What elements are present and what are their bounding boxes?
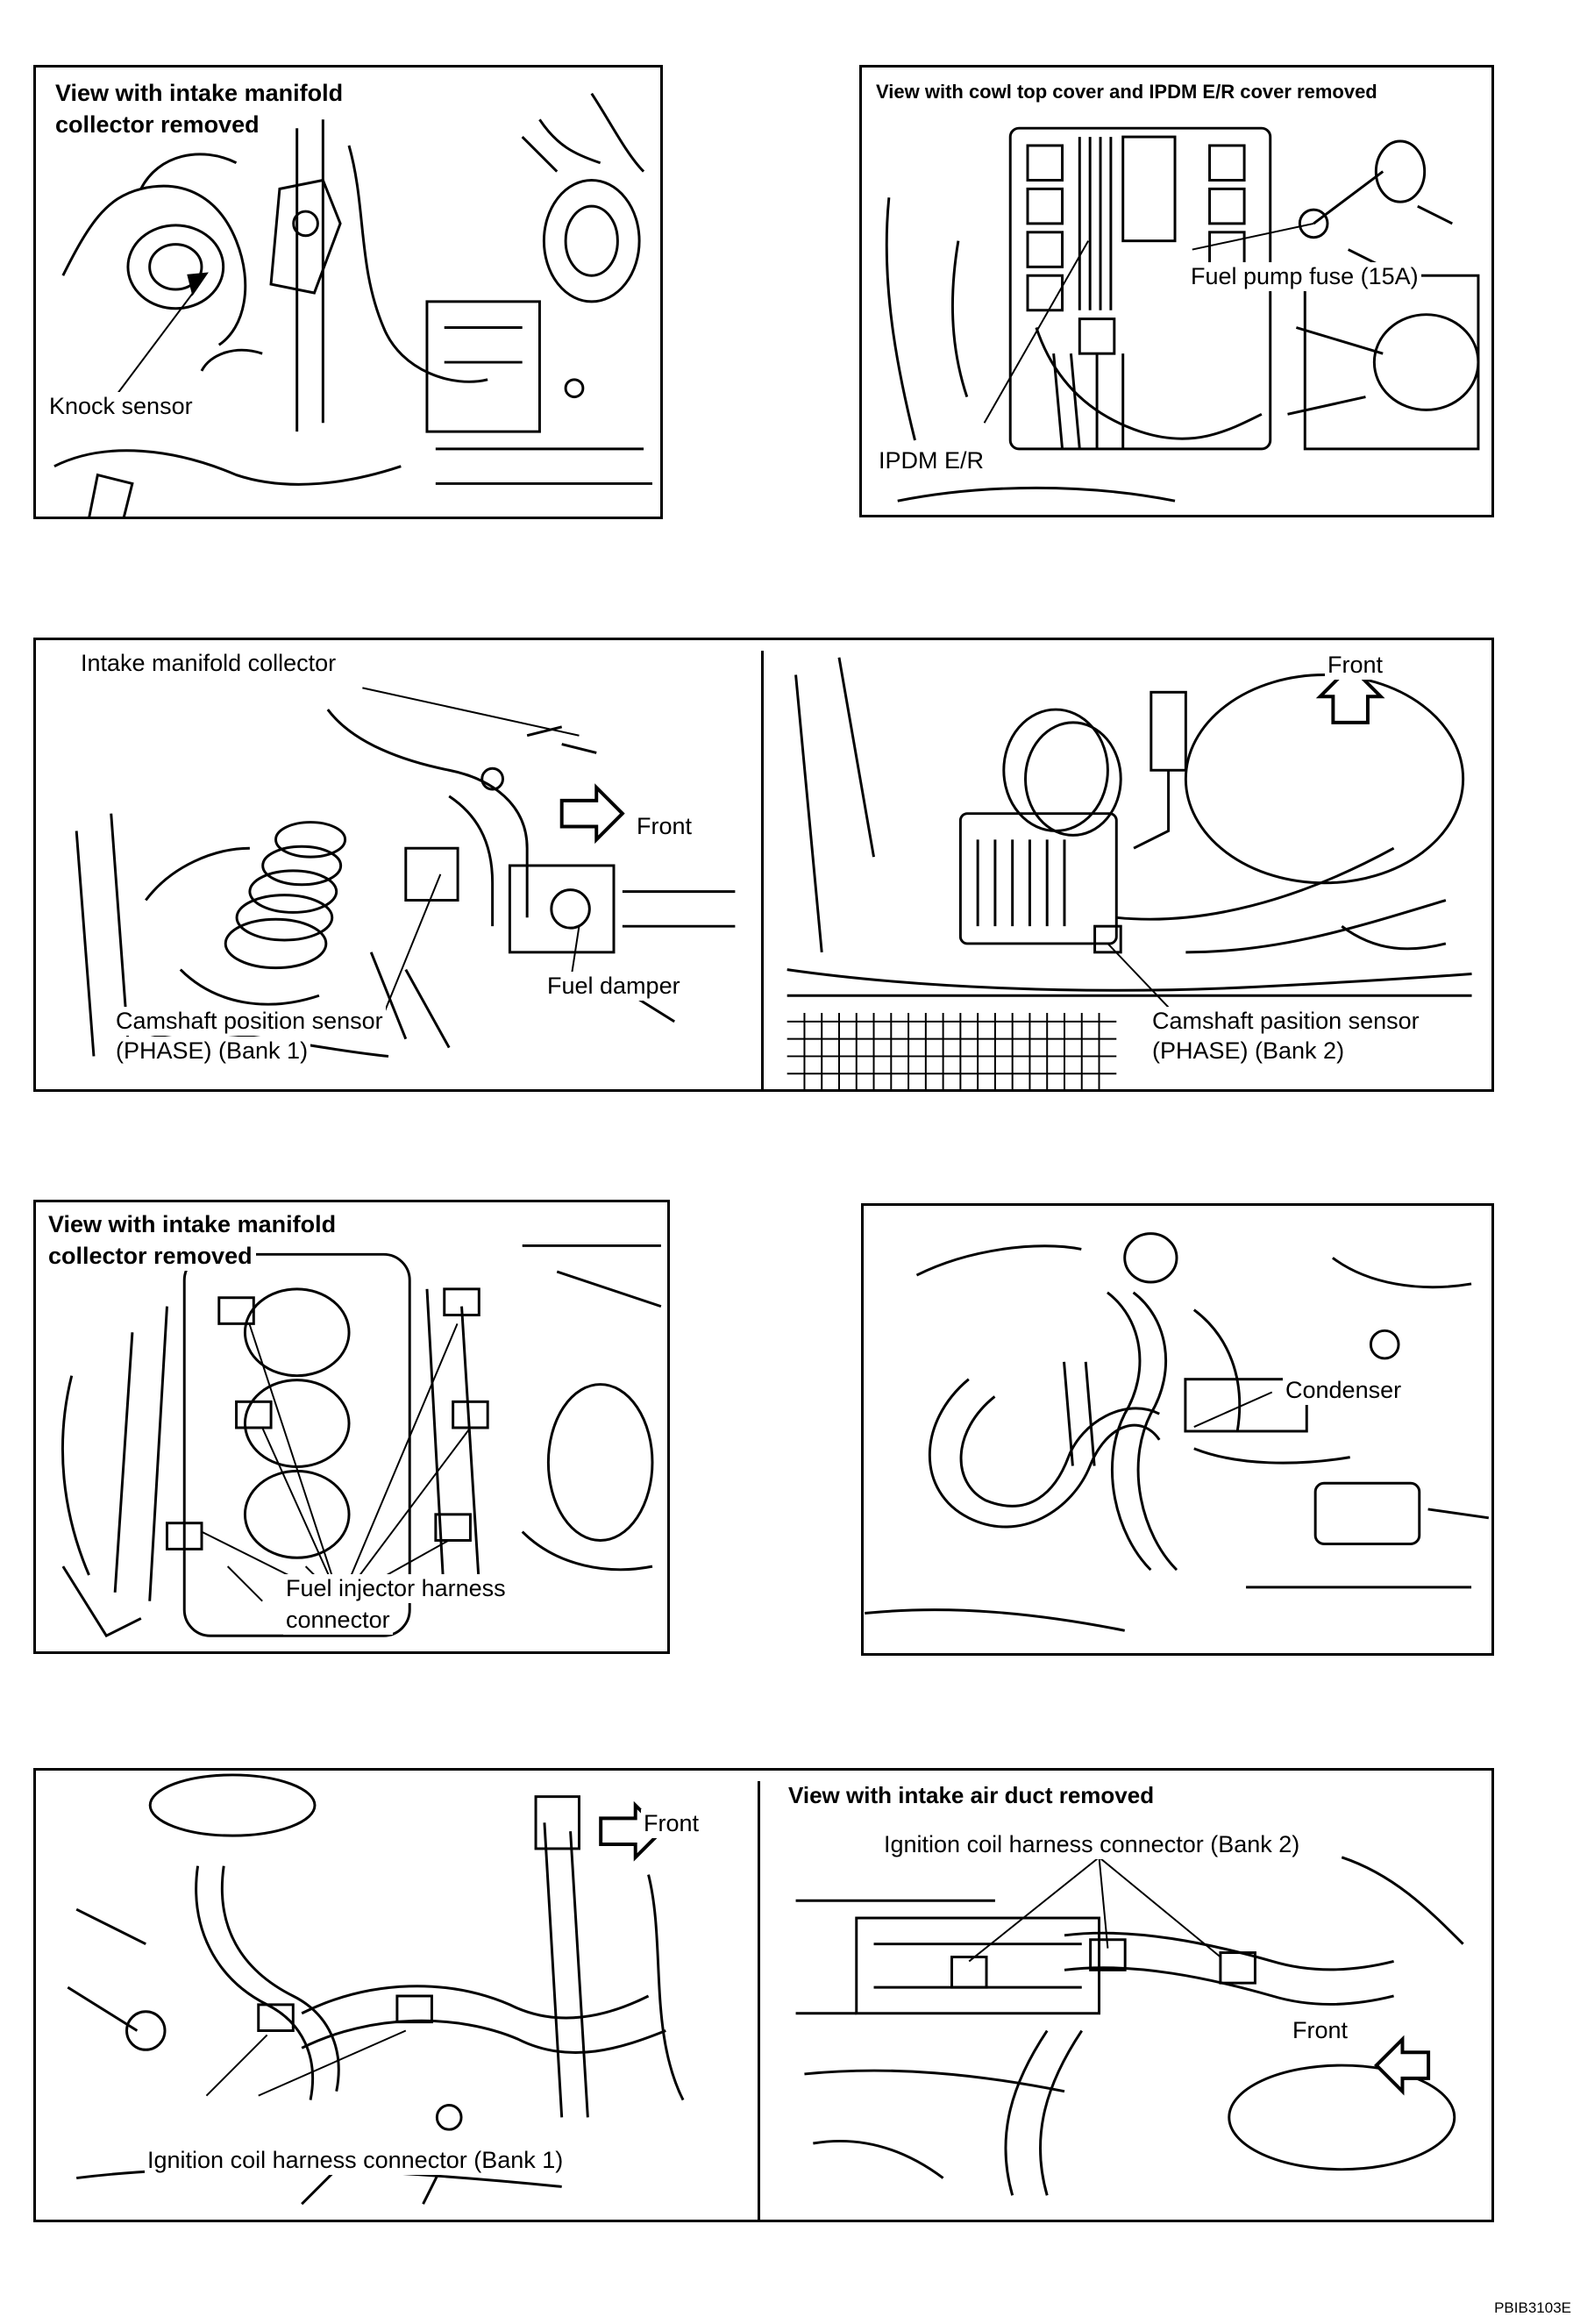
ignition-bank1-label: Ignition coil harness connector (Bank 1) [145, 2146, 566, 2175]
fuel-injector-panel: View with intake manifold collector remo… [33, 1200, 670, 1654]
front-label-bank2: Front [1325, 651, 1386, 680]
front-label-bank1: Front [634, 812, 695, 841]
ignition-bank2-label: Ignition coil harness connector (Bank 2) [881, 1830, 1303, 1859]
fuel-pump-fuse-label: Fuel pump fuse (15A) [1188, 262, 1421, 291]
front-label-ignition-bank2: Front [1290, 2016, 1351, 2045]
panel-heading-line1: View with intake manifold [45, 1209, 340, 1239]
camshaft-bank1-label-line1: Camshaft position sensor [113, 1007, 386, 1036]
engine-illustration [53, 92, 652, 517]
knock-sensor-label: Knock sensor [46, 392, 196, 421]
camshaft-bank2-label-line2: (PHASE) (Bank 2) [1150, 1037, 1348, 1066]
ipdm-illustration [885, 126, 1480, 503]
panel-heading-line1: View with intake manifold [52, 78, 347, 108]
fuel-injector-label-line2: connector [283, 1606, 393, 1635]
fuel-damper-label: Fuel damper [544, 972, 683, 1001]
camshaft-bank1-label-line2: (PHASE) (Bank 1) [113, 1037, 311, 1066]
panel-heading-line2: collector removed [45, 1241, 256, 1271]
knock-sensor-panel: View with intake manifold collector remo… [33, 65, 663, 519]
intake-collector-label: Intake manifold collector [78, 649, 339, 678]
condenser-label: Condenser [1283, 1376, 1405, 1405]
camshaft-bank1-illustration [75, 657, 1472, 1089]
panel-heading: View with intake air duct removed [785, 1781, 1158, 1809]
front-label-ignition-bank1: Front [641, 1809, 702, 1838]
condenser-panel: Condenser [861, 1203, 1494, 1656]
figure-code: PBIB3103E [1494, 2299, 1571, 2316]
camshaft-bank2-label-line1: Camshaft pasition sensor [1150, 1007, 1422, 1036]
ignition-illustration [67, 1773, 1464, 2206]
panel-divider [761, 651, 764, 1089]
panel-heading: View with cowl top cover and IPDM E/R co… [872, 80, 1381, 104]
fuel-injector-label-line1: Fuel injector harness [283, 1574, 509, 1603]
ipdm-panel: View with cowl top cover and IPDM E/R co… [859, 65, 1494, 517]
ignition-coil-panel: Front Ignition coil harness connector (B… [33, 1768, 1494, 2222]
ipdm-er-label: IPDM E/R [876, 446, 987, 475]
panel-heading-line2: collector removed [52, 110, 263, 139]
condenser-illustration [865, 1232, 1490, 1632]
panel-divider [758, 1781, 760, 2220]
camshaft-sensor-panel: Intake manifold collector Front Fuel dam… [33, 638, 1494, 1092]
